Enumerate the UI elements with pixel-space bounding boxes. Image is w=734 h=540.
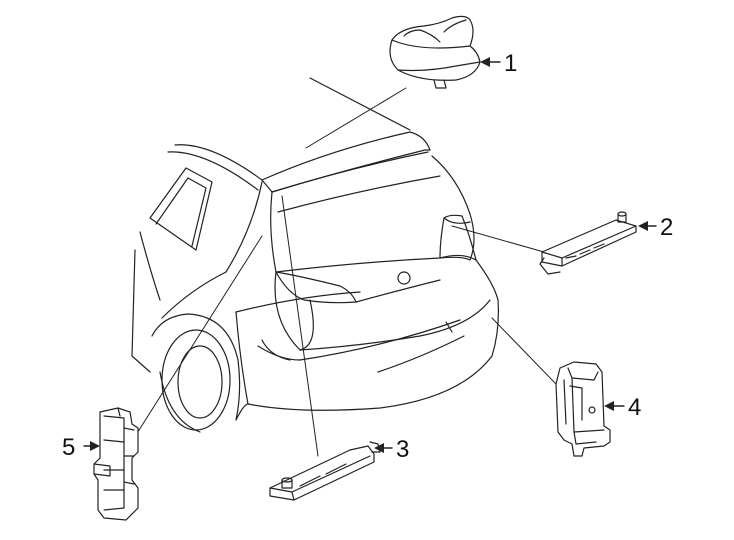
control-module-part bbox=[555, 361, 611, 457]
vehicle-body bbox=[131, 77, 499, 433]
antenna-module-part bbox=[539, 211, 637, 275]
callout-label-4: 4 bbox=[628, 394, 641, 421]
callout-label-1: 1 bbox=[504, 50, 517, 77]
antenna-amplifier-part bbox=[269, 441, 381, 501]
callout-label-5: 5 bbox=[62, 434, 75, 461]
bracket-module-part bbox=[93, 407, 139, 521]
callout-label-2: 2 bbox=[660, 214, 673, 241]
callout-label-3: 3 bbox=[396, 436, 409, 463]
leader-lines bbox=[133, 87, 557, 457]
roof-antenna-part bbox=[389, 15, 481, 89]
